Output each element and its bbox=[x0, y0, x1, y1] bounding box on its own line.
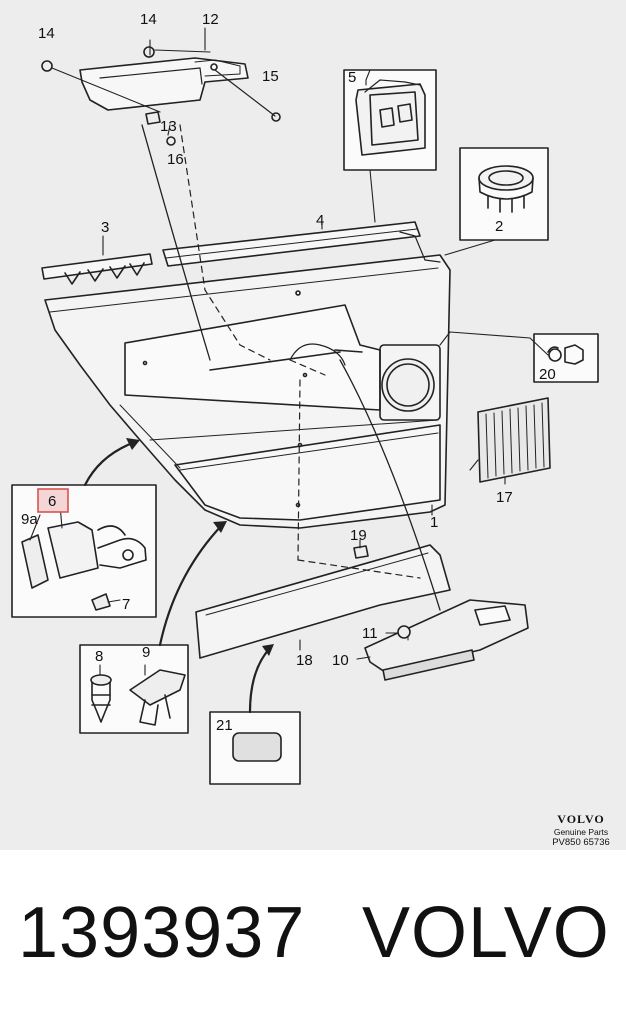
callout-11: 11 bbox=[362, 625, 378, 642]
callout-6: 6 bbox=[48, 493, 56, 510]
callout-2: 2 bbox=[495, 218, 503, 235]
callout-12: 12 bbox=[202, 11, 219, 28]
callout-21: 21 bbox=[216, 717, 233, 734]
part-number: 1393937 bbox=[18, 893, 306, 973]
callout-19: 19 bbox=[350, 527, 367, 544]
brand-subtitle: Genuine Parts bbox=[553, 827, 609, 837]
inset-box-2 bbox=[459, 147, 549, 241]
armrest-tray-drawing bbox=[79, 57, 249, 111]
switch-panel-drawing bbox=[364, 599, 529, 681]
parts-diagram: 1 2 3 4 5 6 7 8 9 9a 10 11 12 13 14 14 1… bbox=[0, 0, 626, 850]
callout-10: 10 bbox=[332, 652, 349, 669]
callout-3: 3 bbox=[101, 219, 109, 236]
inset-box-21 bbox=[209, 711, 301, 785]
highlight-box bbox=[37, 488, 69, 513]
callout-15: 15 bbox=[262, 68, 279, 85]
callout-9: 9 bbox=[142, 644, 150, 661]
inset-box-20 bbox=[533, 333, 599, 383]
door-panel-drawing bbox=[44, 254, 451, 529]
brand-block: VOLVO Genuine Parts PV850 65736 bbox=[541, 812, 621, 848]
callout-18: 18 bbox=[296, 652, 313, 669]
window-rail-drawing bbox=[162, 221, 441, 267]
callout-9a: 9a bbox=[21, 511, 38, 528]
make-label: VOLVO bbox=[362, 893, 610, 973]
footer bbox=[0, 850, 626, 1018]
callout-14-left: 14 bbox=[38, 25, 55, 42]
diagram-code: PV850 65736 bbox=[552, 837, 610, 848]
callout-7: 7 bbox=[122, 596, 130, 613]
callout-17: 17 bbox=[496, 489, 513, 506]
callout-13: 13 bbox=[160, 118, 177, 135]
callout-1: 1 bbox=[430, 514, 438, 531]
callout-4: 4 bbox=[316, 212, 324, 229]
callout-16: 16 bbox=[167, 151, 184, 168]
callout-14-top: 14 bbox=[140, 11, 157, 28]
callout-8: 8 bbox=[95, 648, 103, 665]
callout-5: 5 bbox=[348, 69, 356, 86]
brand-name: VOLVO bbox=[557, 812, 605, 826]
callout-20: 20 bbox=[539, 366, 556, 383]
exploded-view-drawing: 1 2 3 4 5 6 7 8 9 9a 10 11 12 13 14 14 1… bbox=[11, 11, 599, 785]
speaker-grille-drawing bbox=[477, 397, 551, 483]
clip-strip-drawing bbox=[41, 253, 153, 285]
